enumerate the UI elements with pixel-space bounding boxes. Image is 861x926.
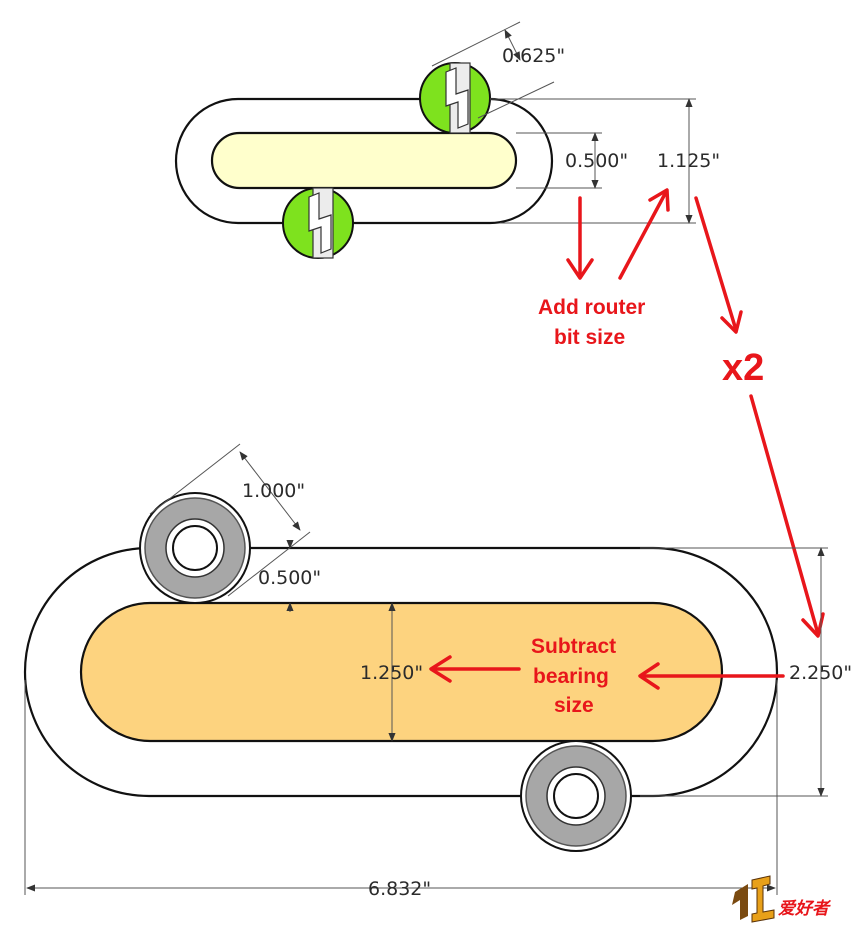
subtract-bearing-note: Subtract (531, 635, 616, 658)
bearing-icon (139, 492, 251, 604)
overall-length-label: 6.832" (368, 878, 431, 900)
bit-size-label: 0.625" (502, 45, 565, 67)
wood-logo-icon: 爱好者 (732, 875, 832, 923)
top-slot (210, 131, 518, 190)
subtract-bearing-note: size (554, 694, 594, 717)
bottom-slot (79, 601, 724, 743)
bottom-offset-label: 0.500" (258, 567, 321, 589)
logo-text: 爱好者 (778, 899, 832, 919)
top-template: 0.625" 0.500" 1.125" (174, 21, 720, 259)
subtract-bearing-note: bearing (533, 665, 609, 688)
top-slot-width-label: 0.500" (565, 150, 628, 172)
router-bit-icon (282, 187, 354, 259)
subtract-bearing-arrows (429, 655, 785, 690)
top-template-width-label: 1.125" (657, 150, 720, 172)
add-router-arrows (566, 188, 743, 334)
bearing-size-label: 1.000" (242, 480, 305, 502)
bottom-template-width-label: 2.250" (789, 662, 852, 684)
bottom-template: 1.000" 0.500" 1.250" 2.250" 6.832" (23, 443, 852, 900)
router-bit-icon (419, 62, 491, 134)
multiplier-note: x2 (722, 347, 764, 389)
bottom-slot-width-label: 1.250" (360, 662, 423, 684)
add-router-note: bit size (554, 326, 625, 349)
bearing-icon (520, 740, 632, 852)
multiplier-arrow (749, 394, 820, 636)
add-router-note: Add router (538, 296, 645, 319)
